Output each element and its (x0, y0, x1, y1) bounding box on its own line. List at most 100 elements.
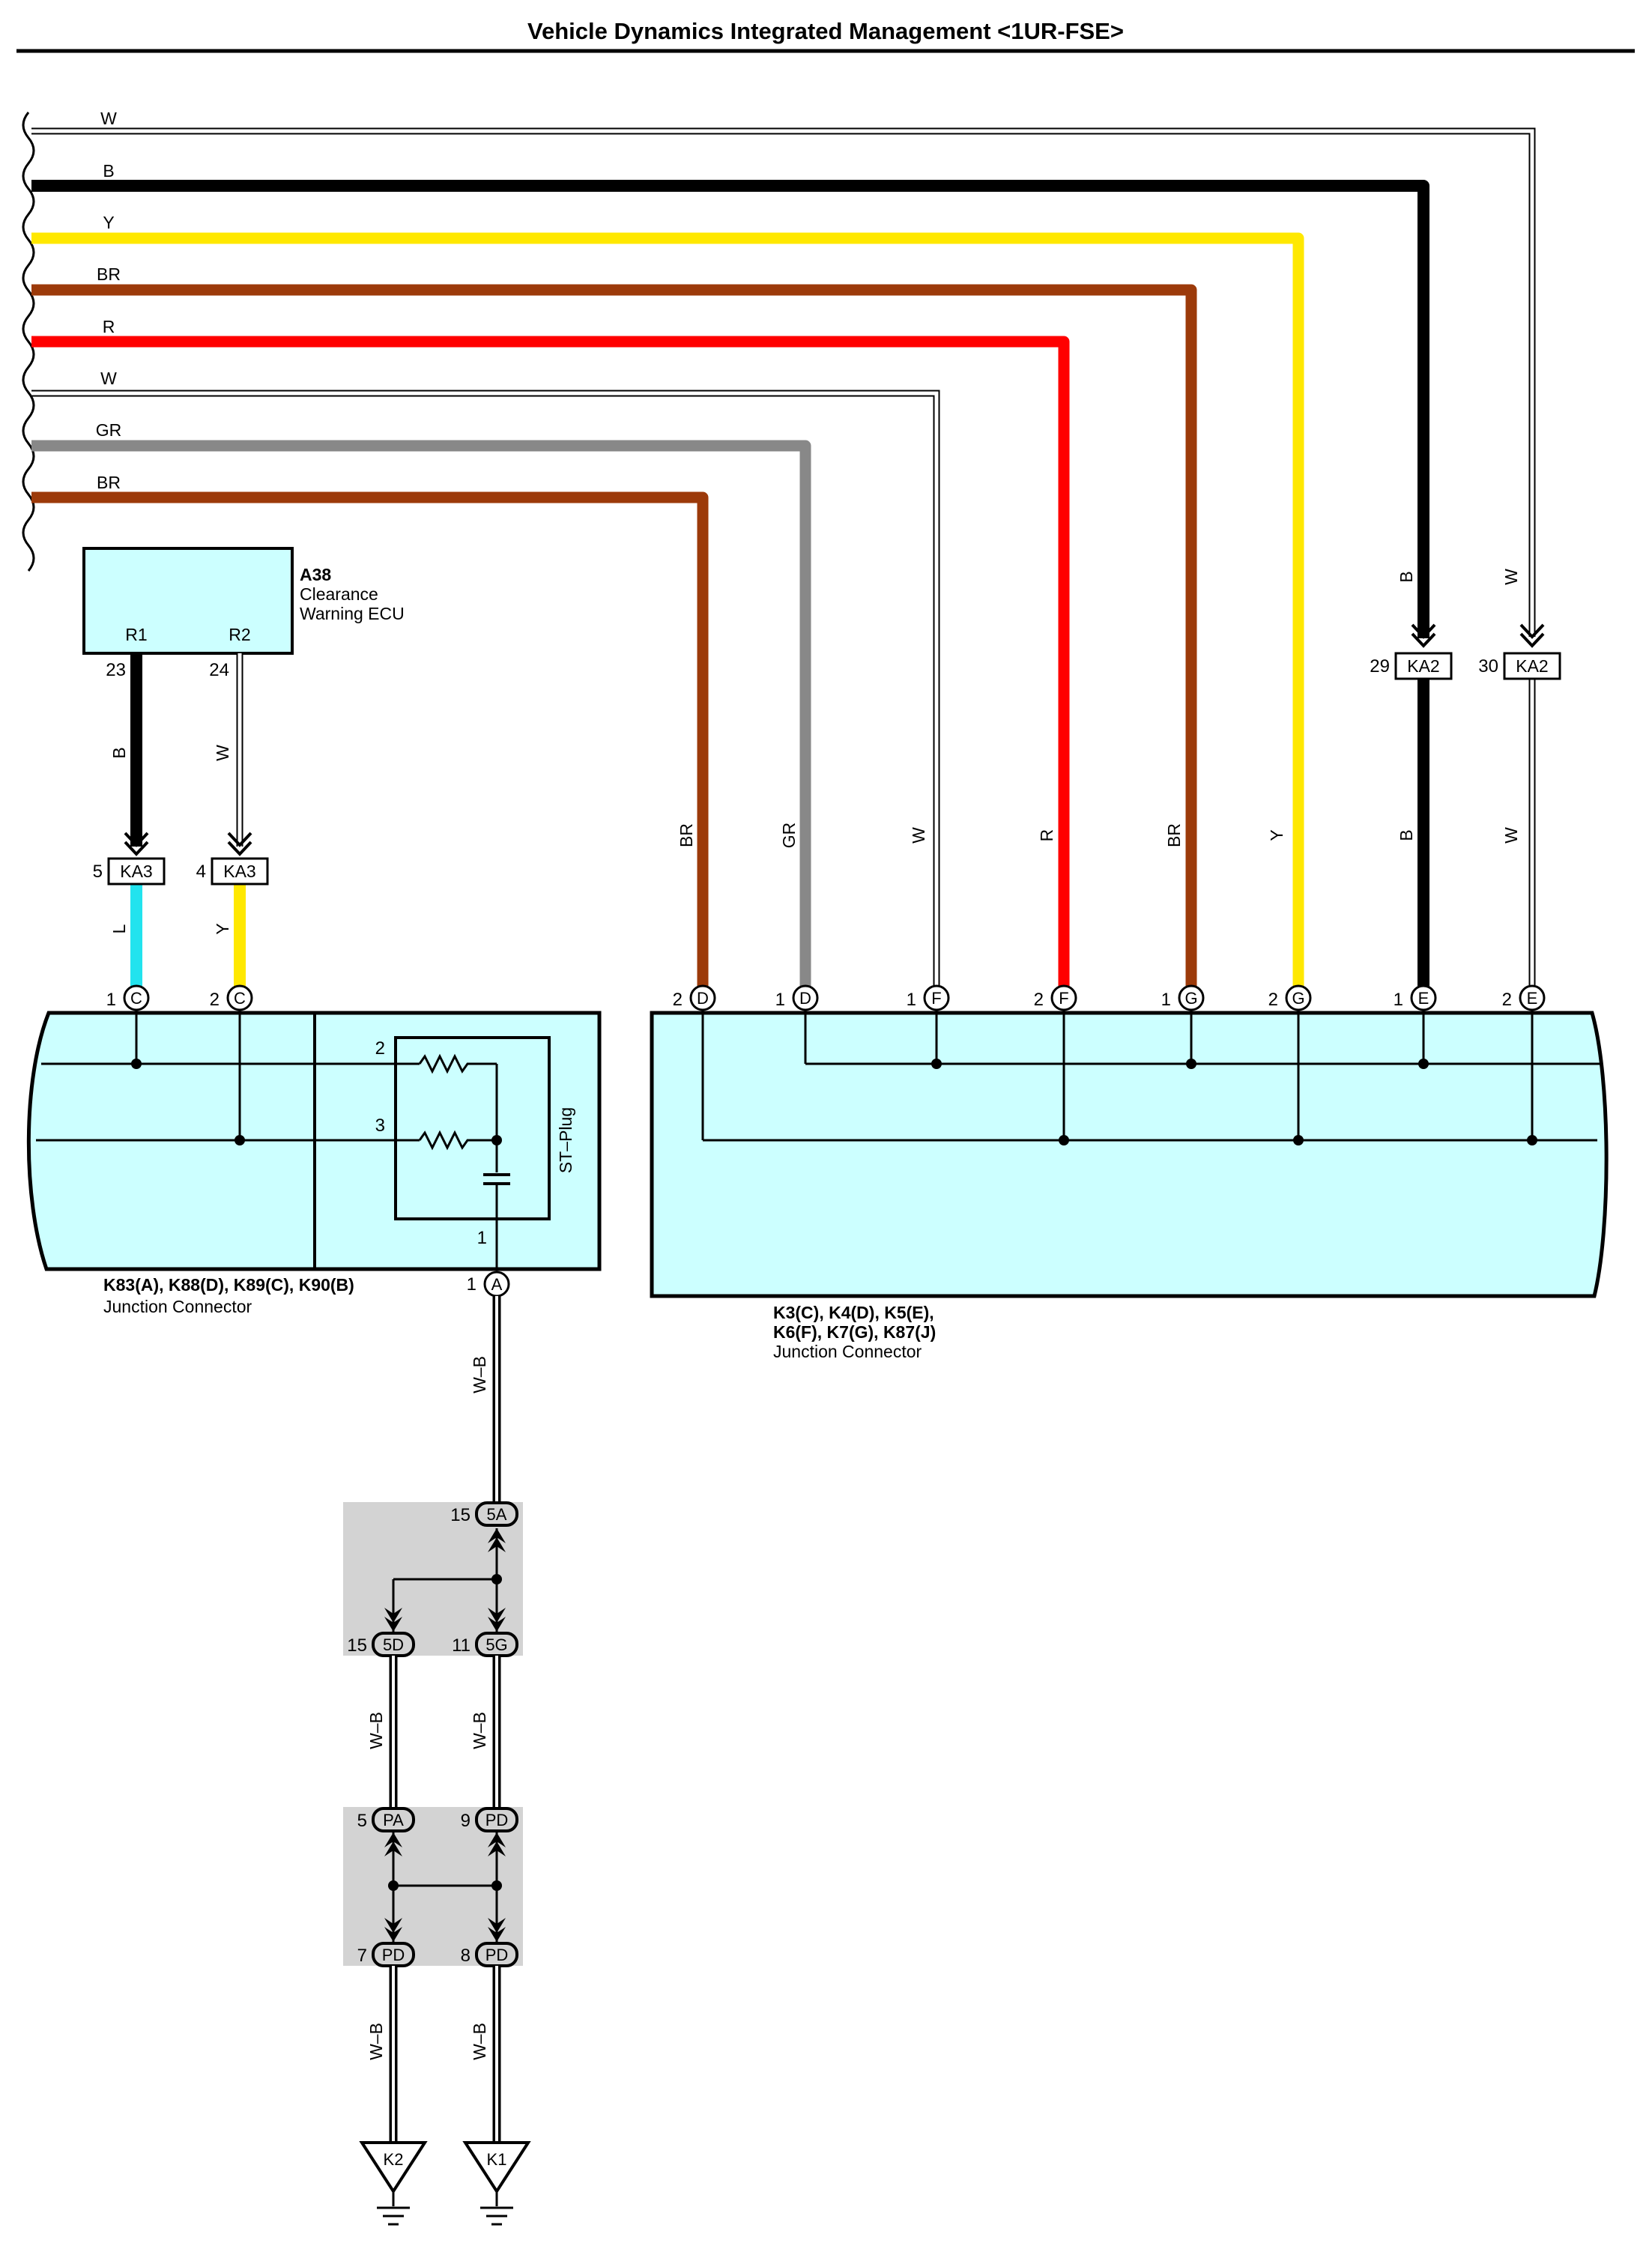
splice2-bl-num: 7 (357, 1946, 367, 1966)
splice2-arrows (384, 1832, 506, 1942)
vlabel-r-f: R (1037, 829, 1056, 842)
left-pin-c1-letter: C (130, 989, 142, 1008)
left-junction-name-1: K83(A), K88(D), K89(C), K90(B) (103, 1275, 354, 1295)
right-pin-g2-num: 2 (1268, 990, 1278, 1010)
left-junction-node-1 (131, 1059, 142, 1069)
splice2-tl-num: 5 (357, 1811, 367, 1831)
left-junction-name-2: Junction Connector (103, 1297, 252, 1316)
right-pin-f1 (923, 984, 950, 1011)
ka2-label-30: KA2 (1516, 656, 1548, 676)
splice1-right-num: 11 (452, 1635, 471, 1656)
ka2-pin-30: 30 (1478, 656, 1498, 676)
right-pin-d2-num: 2 (673, 990, 683, 1010)
resistor-1 (418, 1053, 497, 1074)
vlabel-b-e: B (1397, 829, 1416, 841)
right-pin-e2-letter: E (1527, 989, 1538, 1008)
right-pin-f2 (1050, 984, 1077, 1011)
ecu-pin-24: 24 (209, 660, 229, 680)
ecu-pin-r2: R2 (229, 625, 250, 644)
right-pin-g2-letter: G (1292, 989, 1304, 1008)
vlabel-w-f: W (909, 827, 928, 844)
ecu-pin-r1: R1 (125, 625, 147, 644)
right-pin-f2-num: 2 (1034, 990, 1044, 1010)
ka2-box-29 (1394, 652, 1453, 680)
ka3-connector-arrows (124, 832, 252, 856)
left-pin-c2-letter: C (234, 989, 246, 1008)
splice1-top-num: 15 (450, 1505, 471, 1525)
ka3-pin-4: 4 (196, 862, 206, 882)
right-pin-e1-num: 1 (1394, 990, 1403, 1010)
bus-label-y: Y (103, 213, 114, 232)
bus-wire-w-mid (31, 390, 940, 987)
ecu-code: A38 (300, 565, 331, 584)
ka3-box-4 (211, 857, 269, 886)
right-junction-name-3: Junction Connector (773, 1342, 922, 1361)
splice2-br-num: 8 (461, 1946, 471, 1966)
splice2-node-right (491, 1880, 502, 1891)
bus-label-br-2: BR (97, 473, 121, 492)
right-pin-d1 (792, 984, 819, 1011)
ground-wire-label-left-low: W–B (366, 2023, 386, 2060)
splice1-left-num: 15 (347, 1635, 367, 1656)
vlabel-y-g: Y (1267, 829, 1286, 841)
right-junction-name-2: K6(F), K7(G), K87(J) (773, 1322, 936, 1342)
right-pin-e1 (1410, 984, 1437, 1011)
ka3-label-4: KA3 (223, 862, 255, 881)
splice1-top-pill (475, 1501, 518, 1527)
st-plug-box (394, 1036, 551, 1220)
ecu-pin-23: 23 (106, 660, 126, 680)
bus-wire-b (31, 180, 1429, 638)
right-pin-d1-letter: D (799, 989, 811, 1008)
splice1-left-label: 5D (383, 1635, 404, 1654)
left-pin-a1-letter: A (491, 1275, 503, 1294)
right-pin-g1 (1178, 984, 1205, 1011)
bus-wire-br-1 (31, 284, 1197, 987)
diagram-title: Vehicle Dynamics Integrated Management <… (527, 18, 1124, 44)
vlabel-br-d: BR (677, 823, 696, 847)
right-junction-body (650, 1011, 1609, 1298)
bus-wire-r (31, 336, 1070, 987)
vlabel-b-ka2: B (1397, 571, 1416, 582)
bus-label-w-top: W (100, 109, 117, 128)
splice2-tr-num: 9 (461, 1811, 471, 1831)
ground-wire-label-main: W–B (470, 1356, 489, 1393)
right-pin-d1-num: 1 (775, 990, 785, 1010)
bus-wire-y (31, 232, 1304, 987)
left-pin-c2 (226, 984, 253, 1011)
splice2-node-left (388, 1880, 399, 1891)
ka2-box-30 (1503, 652, 1561, 680)
splice2-tr-label: PD (485, 1811, 509, 1829)
ecu-name-2: Warning ECU (300, 604, 405, 623)
ka2-label-29: KA2 (1407, 656, 1439, 676)
bus-label-b: B (103, 161, 114, 181)
splice1-arrows (384, 1528, 506, 1632)
ground-wire-label-left-mid: W–B (366, 1712, 386, 1749)
st-plug-pin-3: 3 (375, 1116, 385, 1136)
splice2-br-label: PD (485, 1946, 509, 1964)
bus-label-w-mid: W (100, 369, 117, 388)
bus-label-gr: GR (96, 420, 122, 440)
splice1-node (491, 1574, 502, 1584)
ka3-pin-5: 5 (93, 862, 103, 882)
wire-label-y: Y (213, 923, 232, 934)
st-plug-node (491, 1135, 502, 1145)
right-junction-nodes (931, 1059, 1537, 1145)
left-pin-c1-num: 1 (106, 990, 116, 1010)
ground-k1-label: K1 (487, 2150, 507, 2169)
ecu-a38-box (82, 547, 294, 655)
right-pins (689, 984, 1546, 1011)
resistor-2 (418, 1130, 497, 1151)
left-pin-a1-num: 1 (467, 1274, 476, 1295)
splice2-tr-pill (475, 1807, 518, 1832)
ka2-pin-29: 29 (1370, 656, 1390, 676)
splice1-top-label: 5A (487, 1505, 507, 1524)
right-junction-name-1: K3(C), K4(D), K5(E), (773, 1303, 934, 1322)
vlabel-w-ka2: W (1501, 569, 1521, 585)
right-pin-g1-num: 1 (1161, 990, 1171, 1010)
right-pin-f1-num: 1 (907, 990, 916, 1010)
wire-break-symbol (22, 112, 35, 572)
ground-k2 (359, 2141, 428, 2226)
st-plug-pin-2: 2 (375, 1038, 385, 1059)
left-junction-node-2 (235, 1135, 245, 1145)
